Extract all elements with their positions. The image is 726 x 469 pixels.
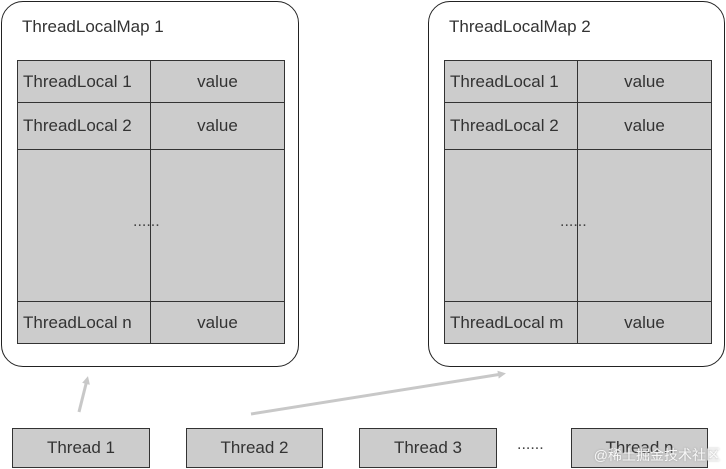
- map-1-table: ThreadLocal 1 value ThreadLocal 2 value …: [17, 60, 285, 344]
- thread-1-box: Thread 1: [12, 428, 150, 468]
- map-1-row-1-value: value: [197, 71, 238, 91]
- thread-n-box: Thread n: [571, 428, 708, 468]
- map-2-ellipsis: ......: [560, 213, 587, 230]
- map-2-row-2-key: ThreadLocal 2: [450, 116, 559, 135]
- map-1-title: ThreadLocalMap 1: [22, 17, 164, 36]
- map-2-table: ThreadLocal 1 value ThreadLocal 2 value …: [444, 60, 712, 344]
- map-2-row-1-value: value: [624, 71, 665, 91]
- map-2-title: ThreadLocalMap 2: [449, 17, 591, 36]
- map-1-row-2-value: value: [197, 116, 238, 135]
- map-2-row-1-key: ThreadLocal 1: [450, 71, 559, 91]
- map-2-row-m-key: ThreadLocal m: [450, 312, 564, 332]
- arrow-thread2-to-map2: [250, 370, 506, 416]
- thread-3-box: Thread 3: [359, 428, 497, 468]
- thread-2-box: Thread 2: [186, 428, 323, 468]
- map-1-row-n-value: value: [197, 312, 238, 332]
- map-1-row-1-key: ThreadLocal 1: [23, 71, 132, 91]
- arrow-thread1-to-map1: [77, 376, 90, 413]
- watermark: @稀土掘金技术社区: [593, 447, 720, 463]
- map-2-row-2-value: value: [624, 116, 665, 135]
- map-2-row-m-value: value: [624, 312, 665, 332]
- map-1-row-2-key: ThreadLocal 2: [23, 116, 132, 135]
- threads-ellipsis: ......: [517, 436, 544, 453]
- map-1-ellipsis: ......: [133, 213, 160, 230]
- map-1-row-n-key: ThreadLocal n: [23, 312, 132, 332]
